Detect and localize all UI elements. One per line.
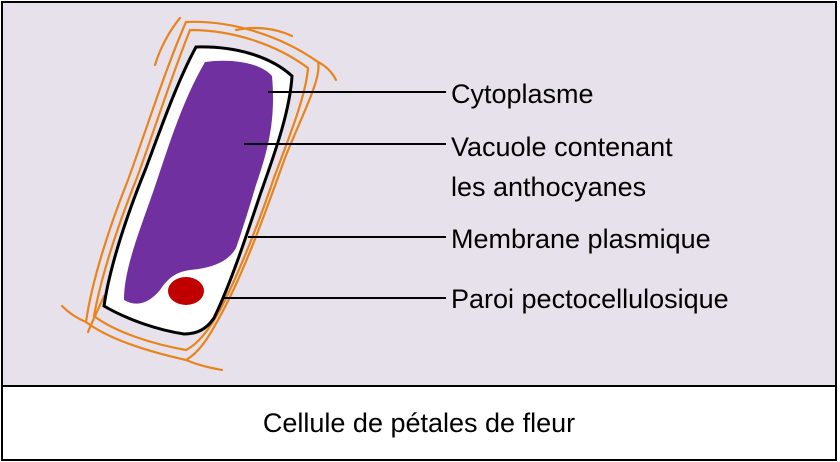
- diagram-panel: [2, 2, 836, 386]
- label-membrane: Membrane plasmique: [451, 224, 711, 254]
- label-vacuole-line1: Vacuole contenant: [451, 132, 673, 162]
- label-cell-wall: Paroi pectocellulosique: [451, 284, 729, 314]
- label-cytoplasm: Cytoplasme: [451, 79, 594, 109]
- nucleus: [168, 277, 204, 305]
- label-vacuole-line2: les anthocyanes: [451, 172, 646, 202]
- caption: Cellule de pétales de fleur: [263, 408, 575, 438]
